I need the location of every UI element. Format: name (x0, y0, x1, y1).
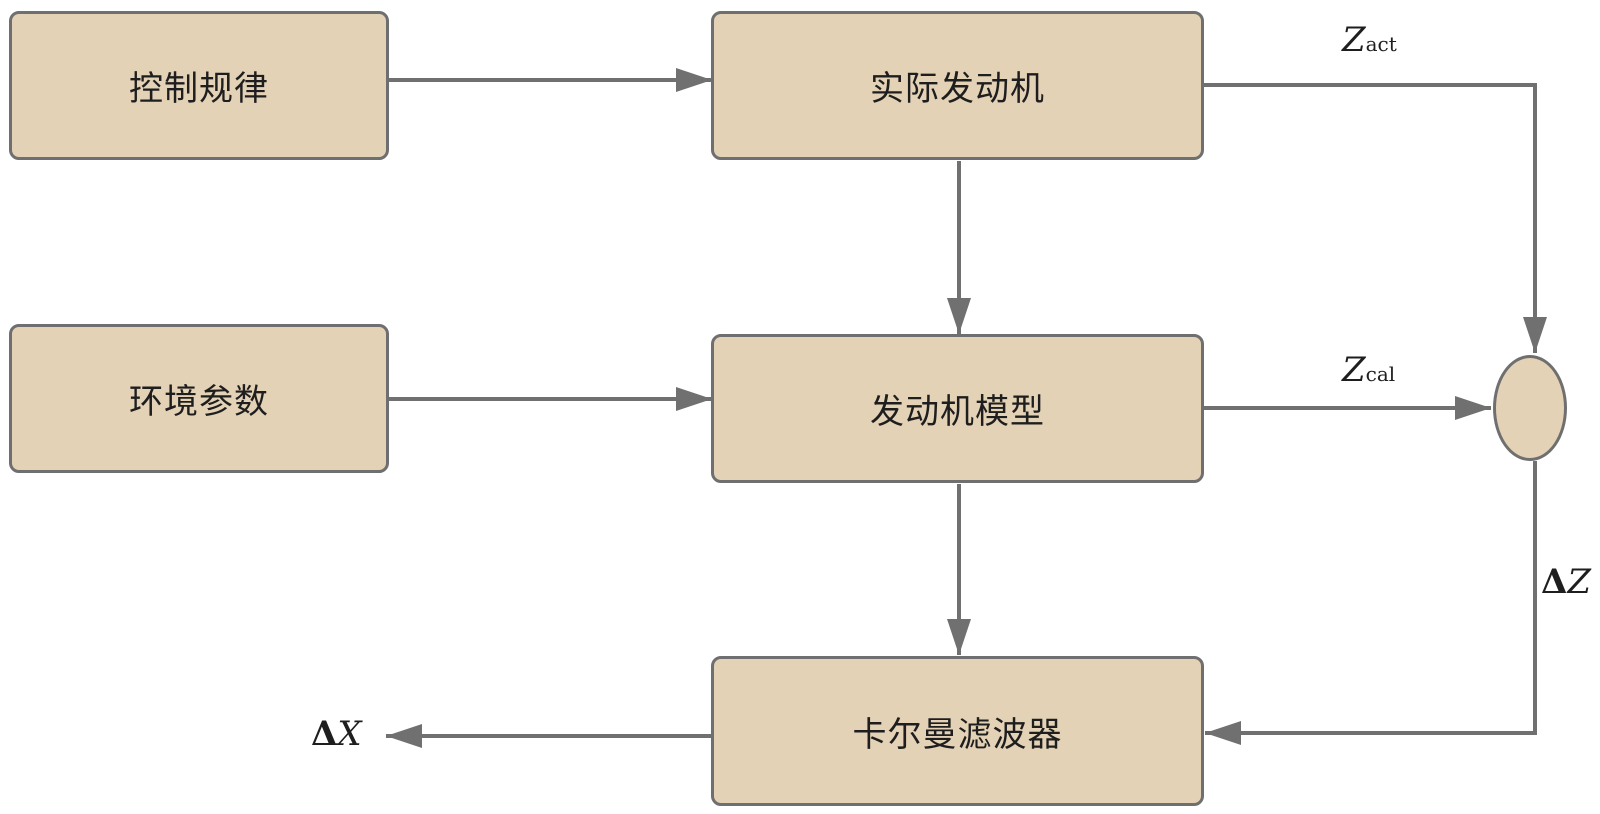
z-cal-label: Zcal (1342, 350, 1396, 390)
engine-model-block: 发动机模型 (711, 334, 1204, 483)
kalman-filter-label: 卡尔曼滤波器 (852, 714, 1063, 755)
environment-params-block: 环境参数 (9, 324, 389, 473)
environment-params-label: 环境参数 (129, 382, 269, 422)
arrow-deltaz-to-kalman (1205, 461, 1537, 745)
delta-z-label: ΔZ (1541, 562, 1592, 602)
control-law-label: 控制规律 (129, 69, 269, 109)
delta-x-label: ΔX (311, 714, 362, 754)
engine-model-label: 发动机模型 (870, 392, 1045, 432)
actual-engine-block: 实际发动机 (711, 11, 1204, 160)
arrow-zact-to-comparator (1204, 83, 1547, 353)
kalman-filter-block: 卡尔曼滤波器 (711, 656, 1204, 806)
z-act-label: Zact (1342, 20, 1397, 60)
control-law-block: 控制规律 (9, 11, 389, 160)
comparator-node (1493, 355, 1567, 461)
actual-engine-label: 实际发动机 (870, 69, 1045, 109)
